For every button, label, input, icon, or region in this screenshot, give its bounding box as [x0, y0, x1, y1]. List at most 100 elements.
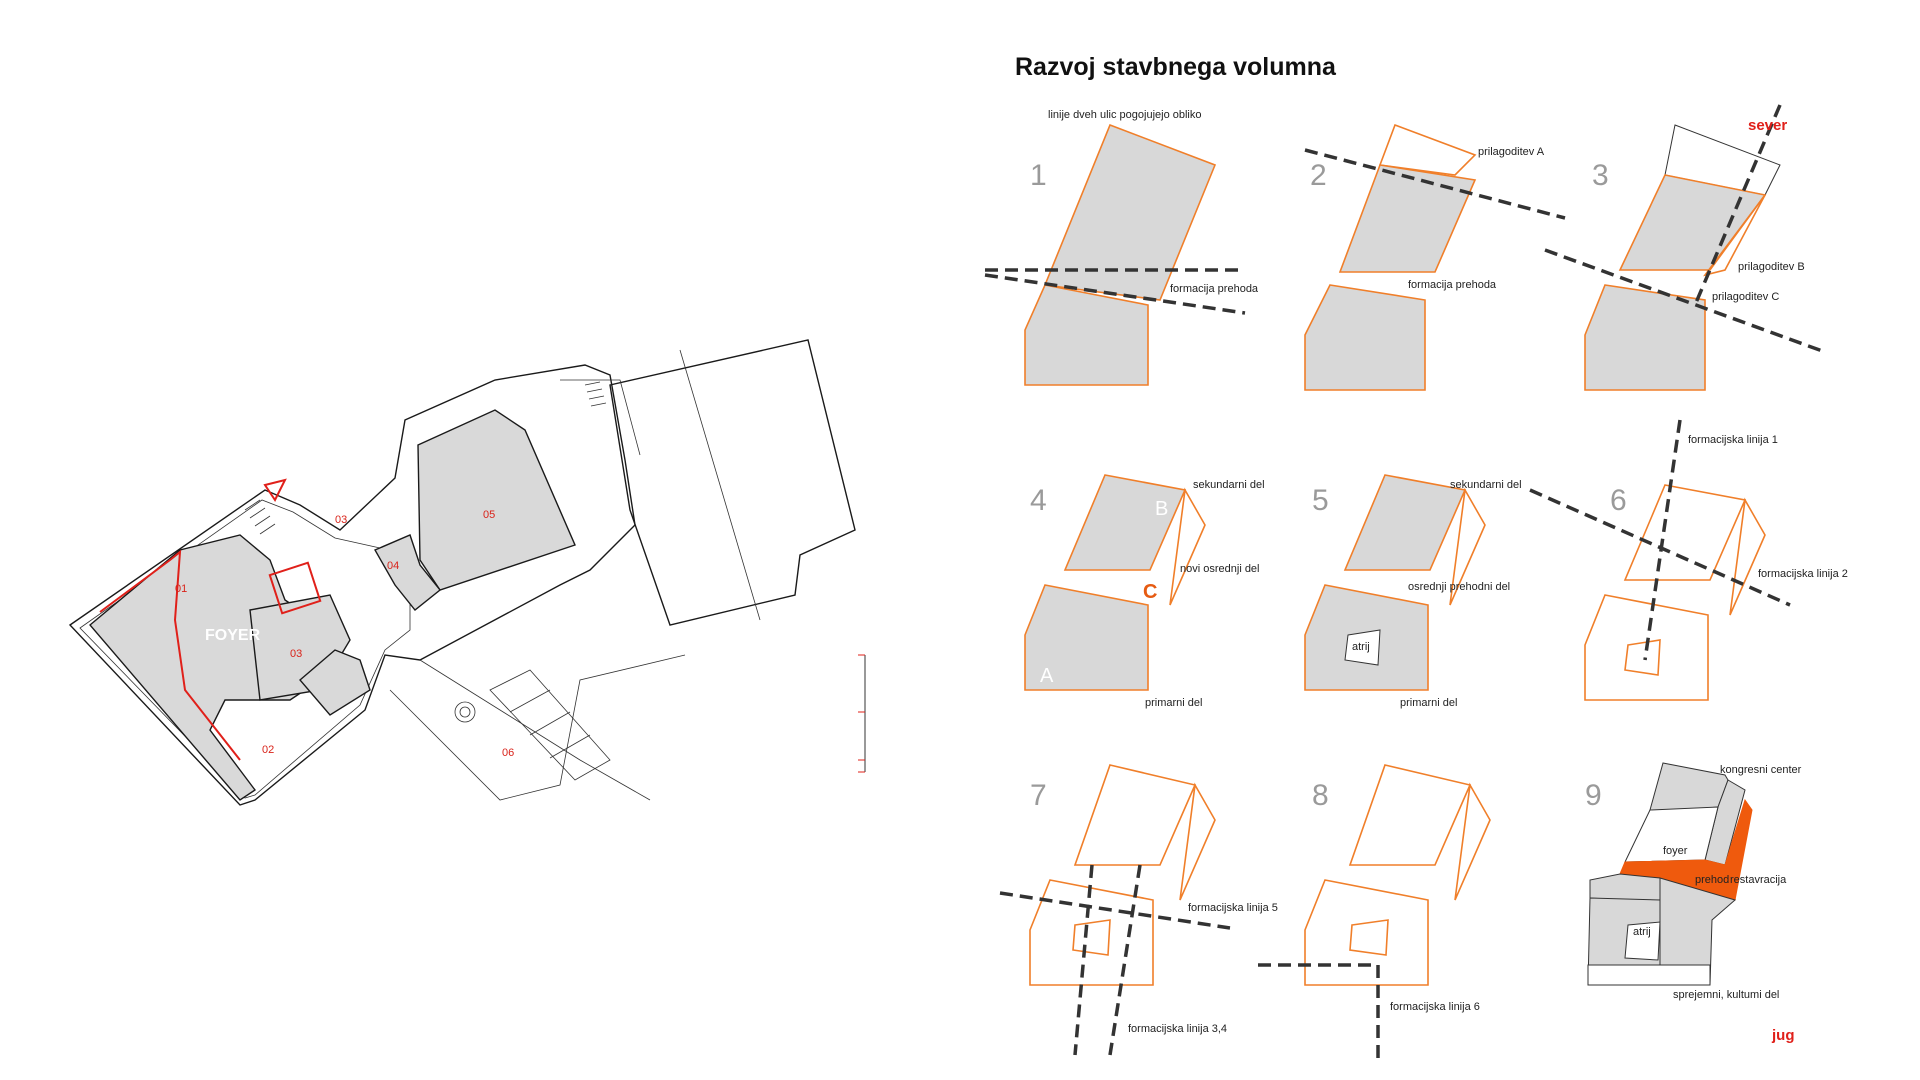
volume-secondary [1063, 474, 1187, 571]
north-label: sever [1748, 117, 1787, 134]
volume-upper [1043, 123, 1217, 301]
volume-central [1169, 487, 1206, 606]
marker-c: C [1143, 581, 1157, 603]
step-number: 8 [1312, 779, 1329, 812]
reception-top [1589, 873, 1661, 901]
step-label: formacijska linija 1 [1688, 434, 1778, 446]
step-label: primarni del [1145, 697, 1202, 709]
volume-adjusted [1703, 194, 1766, 277]
step-label: prilagoditev A [1478, 146, 1545, 158]
step-label: formacijska linija 5 [1188, 902, 1278, 914]
plan-red-wall [99, 549, 241, 761]
step-label: formacijska linija 2 [1758, 568, 1848, 580]
atrium [1624, 639, 1661, 676]
room-number: 02 [262, 744, 274, 756]
volume-secondary [1348, 764, 1472, 866]
room-number: 05 [483, 509, 495, 521]
step-label: primarni del [1400, 697, 1457, 709]
formation-line-1 [1643, 419, 1682, 661]
formation-line-2 [1529, 488, 1791, 607]
volume-lower [1584, 284, 1706, 391]
volume-primary [1304, 879, 1429, 986]
adjustment-line-c [1544, 248, 1826, 354]
step-7: 7 formacijska linija 5 formacijska linij… [999, 764, 1278, 1056]
atrium [1344, 629, 1381, 666]
step-9: 9 kongresni center foyer prehod restavra… [1585, 762, 1802, 1044]
plan-courtyard [389, 654, 686, 801]
step-label: sprejemni, kultumi del [1673, 989, 1779, 1001]
volume-primary [1024, 584, 1149, 691]
congress-center [1649, 762, 1729, 811]
volume-lower [1304, 284, 1426, 391]
plan-room-04 [374, 534, 441, 611]
foyer-label: FOYER [205, 627, 261, 644]
step-4: 4 B C A sekundarni del novi osrednji del… [1024, 474, 1265, 709]
step-5: 5 atrij sekundarni del osrednji prehodni… [1304, 474, 1522, 709]
marker-b: B [1155, 498, 1168, 520]
formation-line-6 [1258, 963, 1380, 1060]
step-label: sekundarni del [1450, 479, 1522, 491]
volume-central [1179, 782, 1216, 901]
step-2: 2 prilagoditev A formacija prehoda [1304, 123, 1566, 391]
step-number: 5 [1312, 484, 1329, 517]
plan-outer-wall [68, 364, 636, 806]
plan-fountain [454, 701, 476, 723]
diagram-title: Razvoj stavbnega volumna [1015, 53, 1337, 81]
north-arrow-icon [263, 478, 287, 502]
step-label: prilagoditev B [1738, 261, 1805, 273]
plan-parking [489, 669, 611, 781]
step-label: restavracija [1730, 874, 1787, 886]
plan-room-03 [299, 649, 371, 716]
step-number: 7 [1030, 779, 1047, 812]
step-number: 2 [1310, 159, 1327, 192]
step-6: 6 formacijska linija 1 formacijska linij… [1529, 419, 1848, 701]
room-number: 03 [335, 514, 347, 526]
plan-stairs [244, 381, 607, 535]
step-label: prilagoditev C [1712, 291, 1779, 303]
volume-central [1454, 782, 1491, 901]
plan-adjacent-building [609, 339, 856, 626]
step-label: prehod [1695, 874, 1729, 886]
room-number: 03 [290, 648, 302, 660]
entrance-strip [1587, 964, 1711, 986]
plan-room-05 [417, 409, 576, 591]
atrium-label: atrij [1352, 641, 1370, 653]
volume-central [1729, 497, 1766, 616]
step-8: 8 formacijska linija 6 [1258, 764, 1491, 1060]
step-label: sekundarni del [1193, 479, 1265, 491]
step-3: 3 sever prilagoditev B prilagoditev C [1544, 104, 1826, 391]
formation-line-4 [1108, 864, 1142, 1056]
step-number: 1 [1030, 159, 1047, 192]
adjustment-line [1304, 148, 1566, 220]
step-number: 9 [1585, 779, 1602, 812]
step-label: formacija prehoda [1170, 283, 1259, 295]
adjustment-line-b [1693, 104, 1782, 306]
volume-primary [1584, 594, 1709, 701]
south-label: jug [1771, 1027, 1795, 1044]
floor-plan: 01 02 03 03 04 05 06 FOYER [68, 339, 866, 806]
plan-stair-core [268, 561, 322, 615]
marker-a: A [1040, 665, 1054, 687]
step-label: formacijska linija 3,4 [1128, 1023, 1227, 1035]
step-label: formacija prehoda [1408, 279, 1497, 291]
step-number: 6 [1610, 484, 1627, 517]
atrium [1349, 919, 1389, 956]
volume-secondary [1623, 484, 1747, 581]
atrium-label: atrij [1633, 926, 1651, 938]
formation-line [984, 273, 1246, 315]
room-number: 06 [502, 747, 514, 759]
volume-central [1449, 487, 1486, 606]
atrium [1624, 921, 1661, 961]
step-label: kongresni center [1720, 764, 1802, 776]
step-1: 1 linije dveh ulic pogojujejo obliko for… [984, 109, 1259, 386]
volume-upper [1618, 174, 1767, 271]
room-number: 04 [387, 560, 399, 572]
step-label: novi osrednji del [1180, 563, 1260, 575]
volume-lower [1024, 284, 1149, 386]
volume-cut-off [1378, 123, 1477, 176]
step-label: foyer [1663, 845, 1688, 857]
step-number: 4 [1030, 484, 1047, 517]
formation-line-3 [1073, 864, 1094, 1056]
step-label: osrednji prehodni del [1408, 581, 1510, 593]
